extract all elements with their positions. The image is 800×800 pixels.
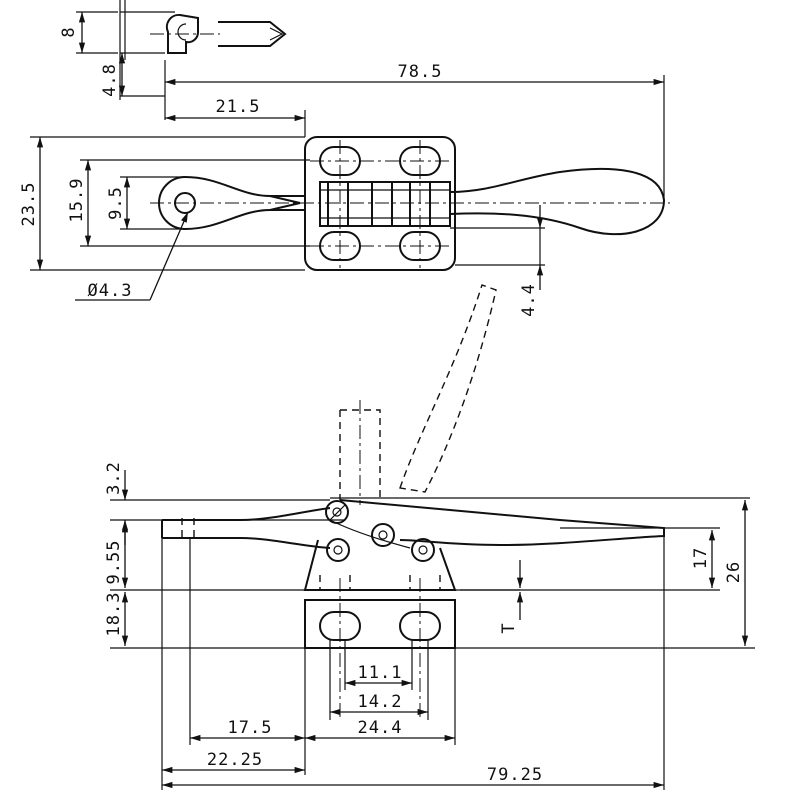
dim-4-4: 4.4 — [450, 205, 545, 317]
dim-4-8-label: 4.8 — [100, 63, 120, 97]
dim-14-2: 14.2 — [329, 640, 429, 720]
dim-4-8: 4.8 — [100, 53, 126, 97]
dim-9-5: 9.5 — [106, 176, 185, 230]
pivot-pin-icon — [371, 523, 395, 547]
dim-26: 26 — [724, 500, 749, 646]
pivot-pin-icon — [411, 538, 435, 562]
dim-11-1-label: 11.1 — [358, 663, 403, 683]
dim-22-25: 22.25 — [162, 750, 305, 774]
dim-11-1: 11.1 — [344, 640, 413, 690]
plan-view — [150, 136, 670, 271]
dim-8: 8 — [59, 11, 118, 54]
pivot-pin-icon — [326, 538, 350, 562]
dim-18-3-label: 18.3 — [104, 592, 124, 637]
dim-21-5-label: 21.5 — [216, 97, 261, 117]
handle-open-position — [399, 284, 497, 493]
side-view — [110, 284, 755, 790]
dim-T-label: T — [499, 622, 519, 633]
dim-17-5-label: 17.5 — [228, 718, 273, 738]
dim-24-4-label: 24.4 — [358, 718, 403, 738]
dim-3-2: 3.2 — [104, 461, 330, 545]
handle-closed — [339, 499, 665, 547]
dim-79-25: 79.25 — [162, 765, 664, 789]
dim-15-9: 15.9 — [67, 159, 310, 247]
dim-21-5: 21.5 — [165, 97, 306, 137]
dim-79-25-label: 79.25 — [487, 765, 543, 785]
dim-hole-label: Ø4.3 — [88, 281, 133, 301]
dim-78-5-label: 78.5 — [398, 62, 443, 82]
dim-T: T — [499, 560, 524, 634]
handle-top — [449, 167, 666, 236]
dim-9-55: 9.55 — [104, 522, 129, 588]
dim-26-label: 26 — [724, 561, 744, 583]
dim-17-label: 17 — [691, 547, 711, 569]
dim-17-5: 17.5 — [190, 718, 305, 742]
base-plate-side — [304, 599, 456, 649]
pivot-pin-icon — [325, 500, 349, 524]
dim-22-25-label: 22.25 — [207, 750, 263, 770]
dim-23-5: 23.5 — [19, 136, 305, 271]
spindle-tip-detail — [119, 0, 287, 100]
dim-17: 17 — [691, 530, 716, 588]
dim-3-2-label: 3.2 — [104, 461, 124, 495]
dim-9-5-label: 9.5 — [106, 186, 126, 220]
dim-8-label: 8 — [59, 26, 79, 37]
dim-4-4-label: 4.4 — [519, 283, 539, 317]
dim-78-5: 78.5 — [164, 60, 665, 200]
dim-14-2-label: 14.2 — [358, 692, 403, 712]
dim-9-55-label: 9.55 — [104, 540, 124, 585]
dim-24-4: 24.4 — [305, 718, 455, 742]
dim-15-9-label: 15.9 — [67, 178, 87, 223]
dim-23-5-label: 23.5 — [19, 182, 39, 227]
dim-18-3: 18.3 — [104, 592, 129, 646]
dim-hole-diameter: Ø4.3 — [75, 211, 189, 301]
